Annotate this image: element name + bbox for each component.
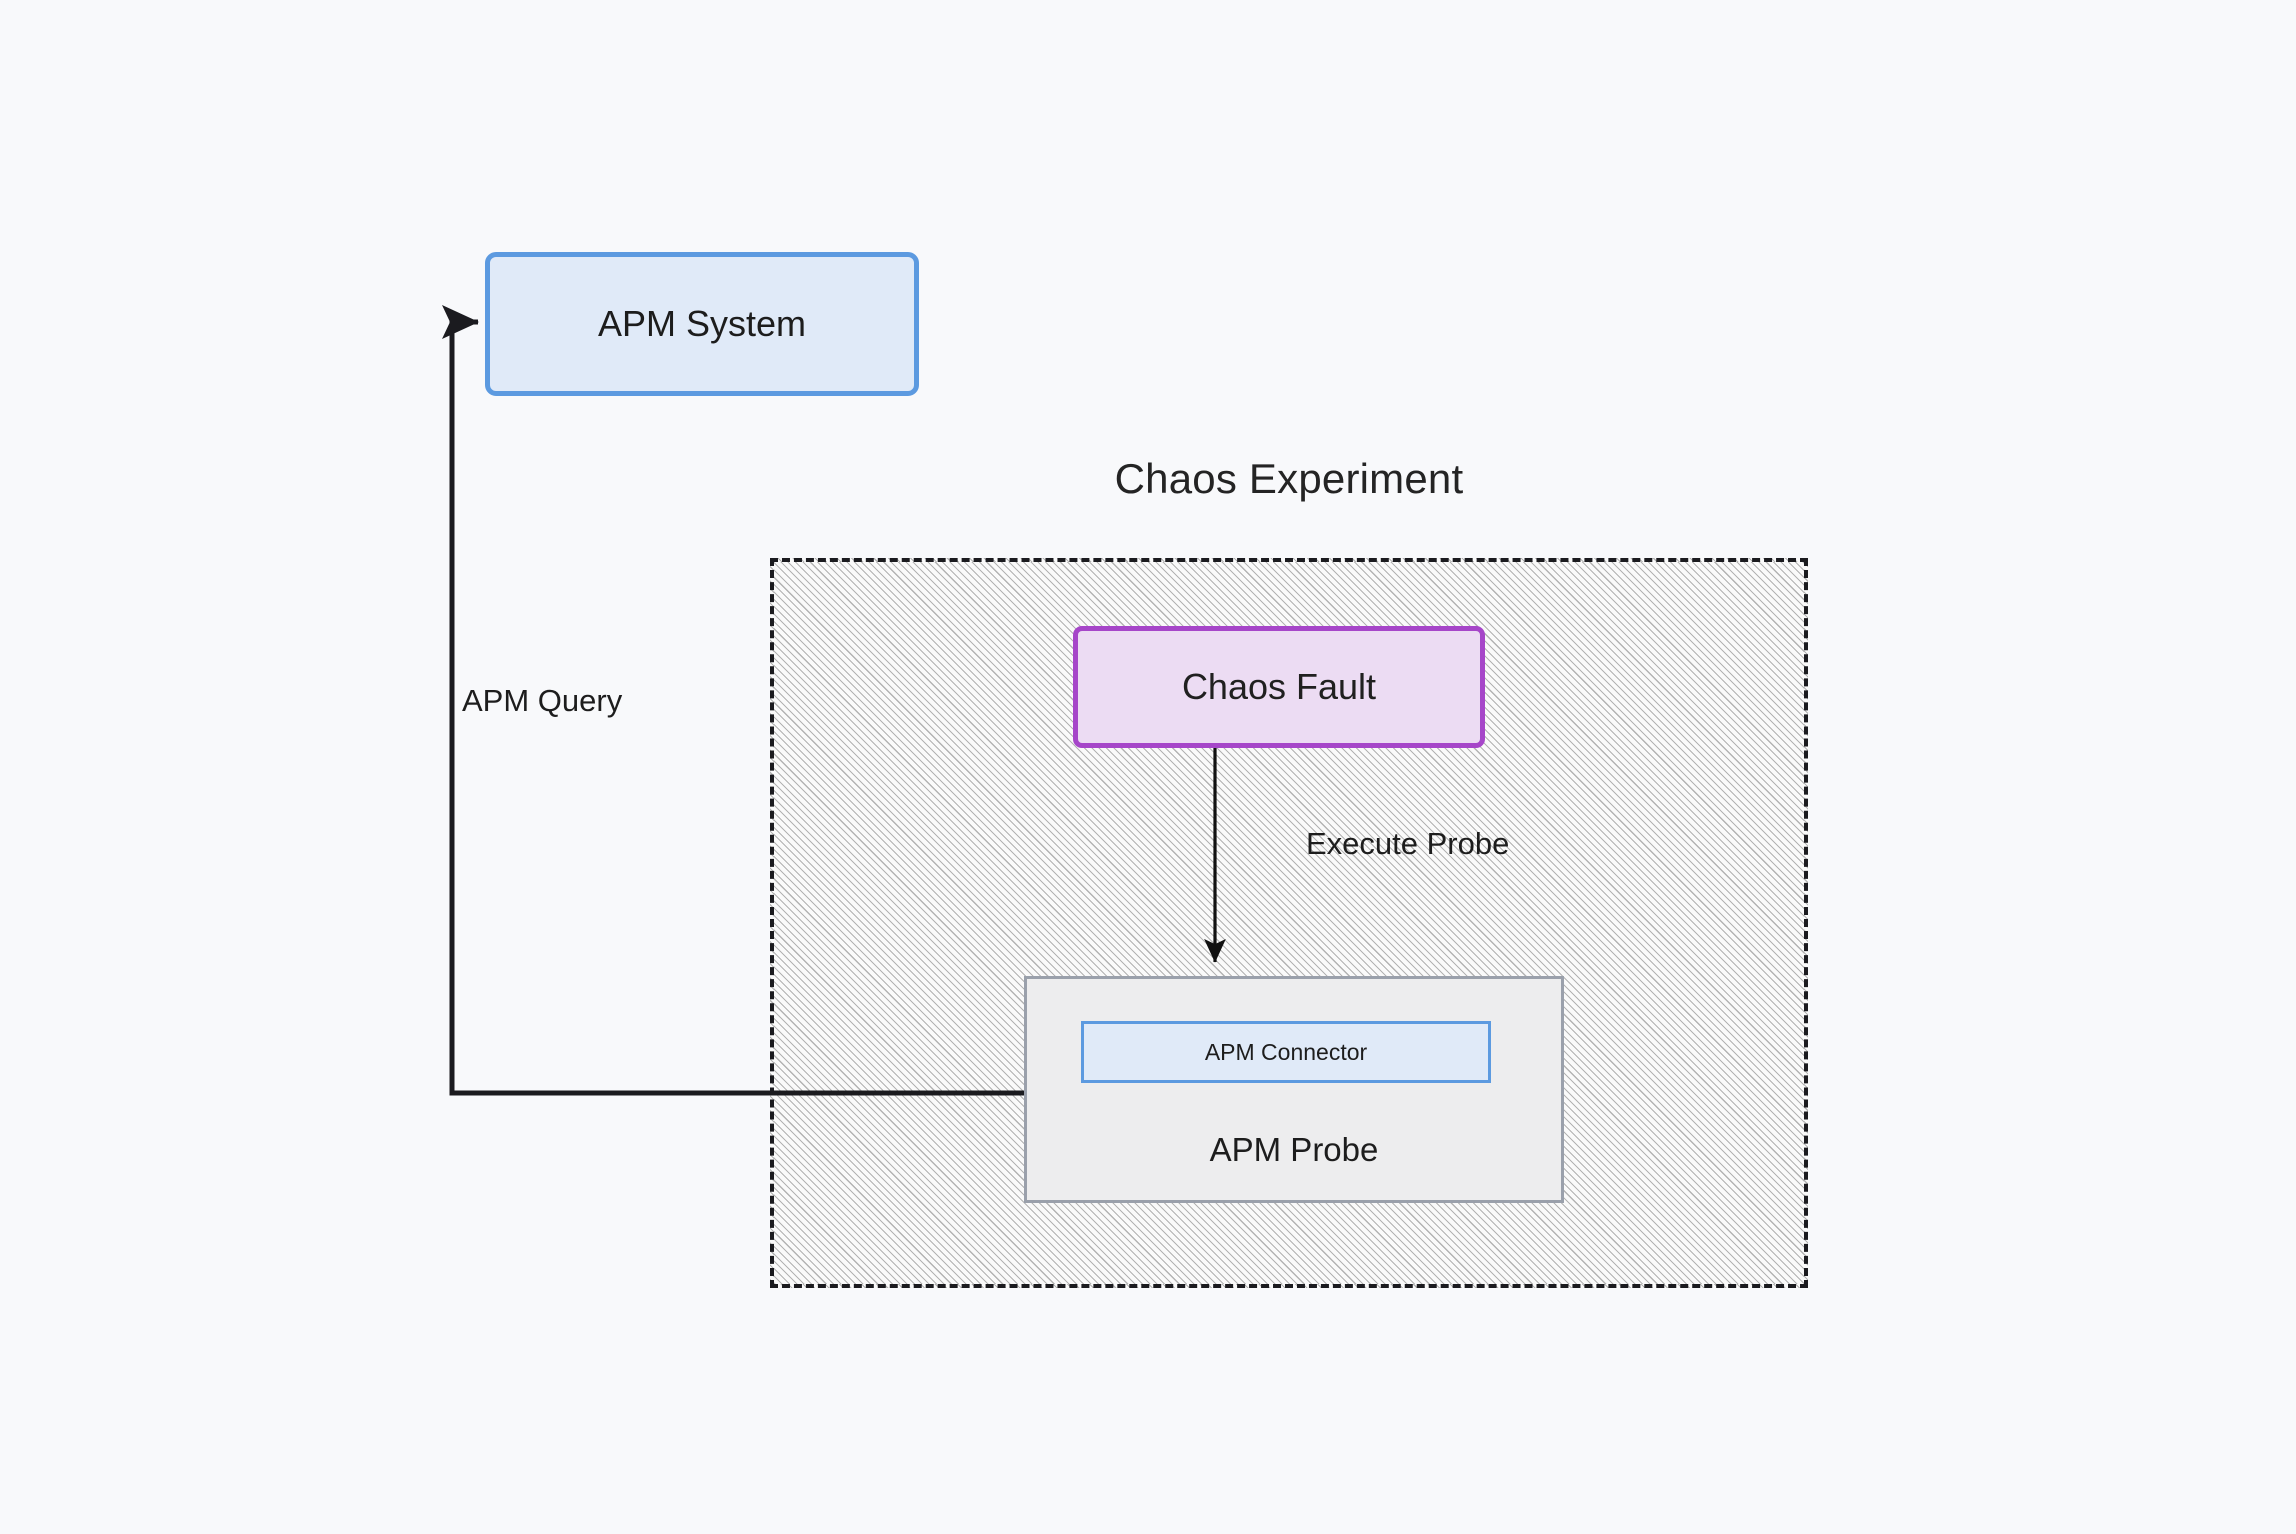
execute-probe-label: Execute Probe <box>1306 826 1510 861</box>
apm-query-arrow-line <box>442 304 1024 1096</box>
chaos-fault-label: Chaos Fault <box>1181 666 1377 707</box>
node-apm-connector[interactable]: APM Connector <box>1081 1021 1491 1083</box>
apm-system-label: APM System <box>597 303 807 344</box>
node-apm-probe[interactable] <box>1024 976 1564 1203</box>
execute-probe-edge <box>1204 748 1226 963</box>
apm-probe-label: APM Probe <box>1209 1131 1379 1168</box>
apm-query-label: APM Query <box>462 683 623 718</box>
apm-query-edge <box>442 304 1024 1096</box>
apm-connector-label: APM Connector <box>1204 1038 1368 1065</box>
node-apm-system[interactable]: APM System <box>485 252 919 396</box>
chaos-experiment-title: Chaos Experiment <box>1114 455 1464 502</box>
node-chaos-fault[interactable]: Chaos Fault <box>1073 626 1485 748</box>
